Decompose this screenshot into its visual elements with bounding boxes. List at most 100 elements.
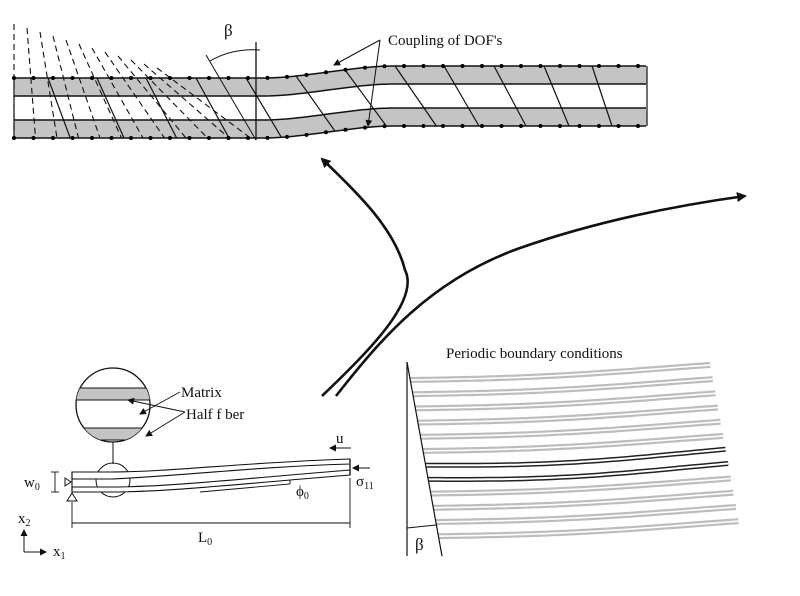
fiber-stripe-core [410,364,711,381]
mesh-node [577,124,582,128]
mesh-node [265,75,270,80]
arrow-to-periodic [334,192,747,397]
dashed-reference-line [52,35,80,139]
coupling-arrow-1 [333,39,381,66]
mesh-nodes [12,64,640,140]
mesh-node [363,65,367,70]
periodic-bc-panel: Periodic boundary conditions β [406,346,739,557]
small-detail-circle [95,462,131,498]
mesh-node [343,67,348,72]
mesh-node [460,124,465,128]
mesh-element-line [591,65,613,127]
mesh-node [168,76,172,80]
transition-arrows [320,157,747,397]
mesh-element-line [394,65,437,127]
mesh-element-line [245,77,282,138]
mesh-element-line [47,77,71,139]
mesh-node [187,136,192,140]
roller-support-icon [64,477,72,487]
mesh-node [148,136,153,140]
half-fiber-pointer-2 [145,411,186,437]
mesh-node [441,124,445,128]
fiber-stripe-core [425,448,726,467]
mesh-node [51,76,55,80]
mesh-node [558,64,562,68]
dashed-reference-line [104,51,165,139]
mesh-node [519,64,523,68]
mesh-node [246,136,250,140]
half-fiber-label: Half f ber [186,407,244,423]
mesh-node [519,124,523,128]
mesh-node [616,124,621,128]
mesh-node [499,64,504,68]
mesh-node [324,130,328,135]
mesh-node [31,76,36,80]
matrix-pointer [139,391,181,415]
mesh-node [109,76,114,80]
inclined-reference-line [205,54,257,141]
mesh-node [90,76,94,80]
fiber-stripe-core [430,477,731,495]
fiber-stripes [410,361,739,540]
mesh-node [616,64,621,68]
mesh-node [421,124,426,128]
mesh-node [304,132,309,137]
mesh-node [441,64,445,68]
mesh-node [636,64,640,68]
dashed-reference-line [78,43,123,139]
phi-indicator [199,480,291,493]
dashed-reference-line [130,59,208,139]
fiber-stripe-core [420,420,721,438]
mesh-element-line [443,65,480,127]
pin-support-icon [66,492,78,502]
mesh-node [109,136,114,140]
x2-label: x2 [18,511,31,529]
mesh-element-line [493,65,527,127]
mesh-node [129,76,133,80]
mesh-horizontal-line [14,107,646,121]
half-fiber-pointer-1 [127,397,186,413]
mesh-element-line [295,75,336,132]
mesh-node [148,76,153,80]
mesh-node [187,76,192,80]
half-fiber-bottom [76,428,150,440]
periodic-bc-title: Periodic boundary conditions [446,346,623,362]
mesh-node [558,124,562,128]
right-beta-arc [406,524,437,529]
mesh-node [12,76,16,80]
u-label: u [336,431,344,447]
mesh-element-line [543,65,570,127]
mesh-node [265,135,270,140]
mesh-node [226,136,231,140]
mesh-node [421,64,426,68]
mesh-node [168,136,172,140]
fiber-stripe-core [417,406,718,424]
beta-angle-arc [209,49,261,62]
dashed-reference-line [143,63,230,139]
mesh-node [207,76,211,80]
mesh-node [246,76,250,80]
mesh-node [90,136,94,140]
mesh-node [382,124,387,129]
mesh-node [285,134,289,139]
half-fiber-top [76,388,150,400]
mesh-node [480,124,484,128]
fiber-stripe-core [435,506,736,523]
mesh-node [129,136,133,140]
mesh-node [226,76,231,80]
mesh-node [363,125,367,130]
matrix-label: Matrix [181,385,222,401]
mesh-node [31,136,36,140]
arrow-to-mesh [320,157,409,397]
kink-band-panel: Matrix Half f ber w0 u σ11 ϕ0 L0 x2 [18,367,374,562]
mesh-node [70,76,75,80]
mesh-node [402,124,406,128]
fiber-stripe [410,361,711,383]
mesh-node [70,136,75,140]
dashed-reference-line [91,47,144,139]
coupling-of-dofs-label: Coupling of DOF's [388,33,503,49]
mesh-node [382,64,387,69]
mesh-node [460,64,465,68]
dashed-reference-line [117,55,187,139]
dashed-reference-line [65,39,101,139]
